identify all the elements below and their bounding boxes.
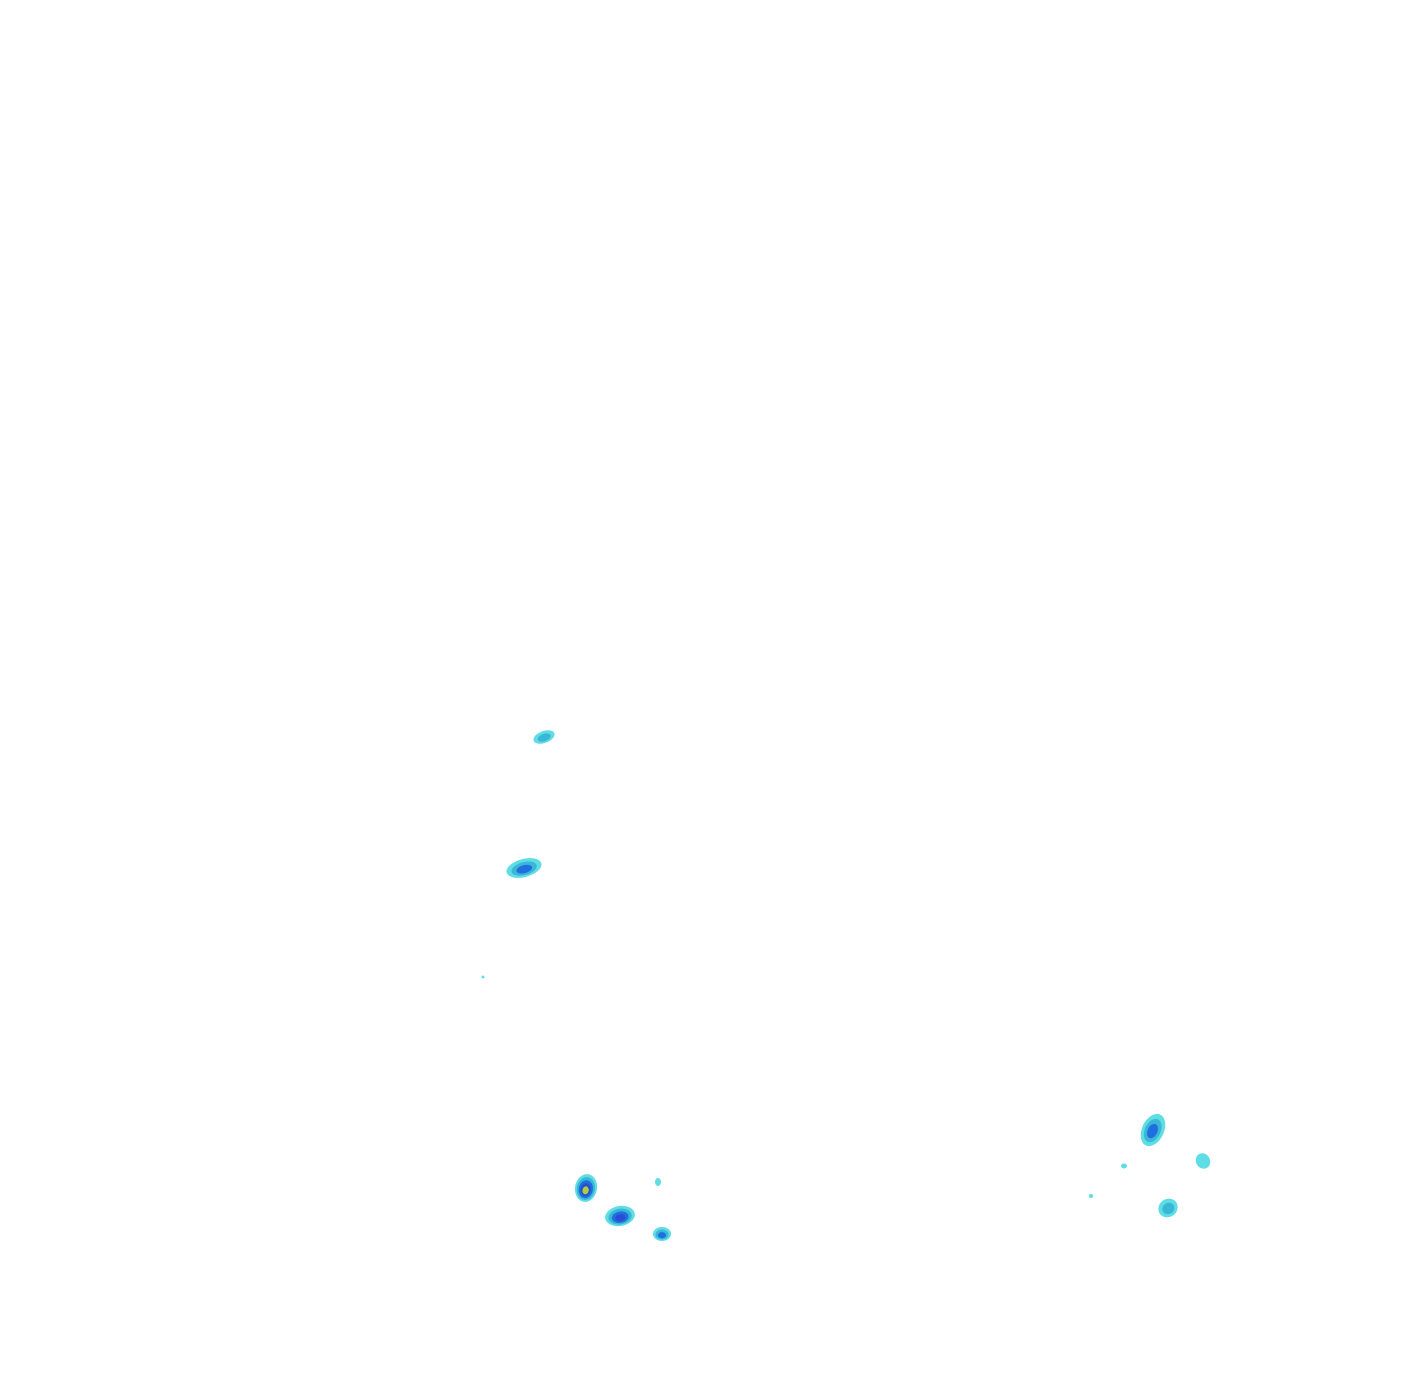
contour-blob <box>1140 1113 1166 1147</box>
contour-level-2 <box>1162 1202 1175 1215</box>
contour-level-1 <box>655 1178 661 1186</box>
contour-blob <box>533 730 555 744</box>
contour-level-3 <box>516 864 533 874</box>
contour-level-4 <box>615 1214 626 1222</box>
contour-blob <box>574 1174 598 1202</box>
contour-blob <box>1195 1153 1211 1169</box>
contour-blob <box>1089 1194 1093 1198</box>
contour-blob <box>481 975 485 979</box>
contour-level-1 <box>1195 1153 1211 1169</box>
contour-level-3 <box>658 1232 666 1239</box>
contour-level-5 <box>582 1186 589 1195</box>
contour-level-2 <box>537 733 551 742</box>
contour-blob <box>653 1227 671 1241</box>
contour-blob <box>1158 1198 1178 1218</box>
contour-blob <box>655 1178 661 1186</box>
contour-blob <box>605 1205 635 1227</box>
contour-level-1 <box>1121 1163 1127 1169</box>
contour-blob-layer <box>481 730 1211 1241</box>
contour-level-3 <box>1147 1123 1158 1139</box>
contour-blob <box>506 858 542 878</box>
contour-level-1 <box>481 975 485 979</box>
contour-blob <box>1121 1163 1127 1169</box>
contour-level-1 <box>1089 1194 1093 1198</box>
